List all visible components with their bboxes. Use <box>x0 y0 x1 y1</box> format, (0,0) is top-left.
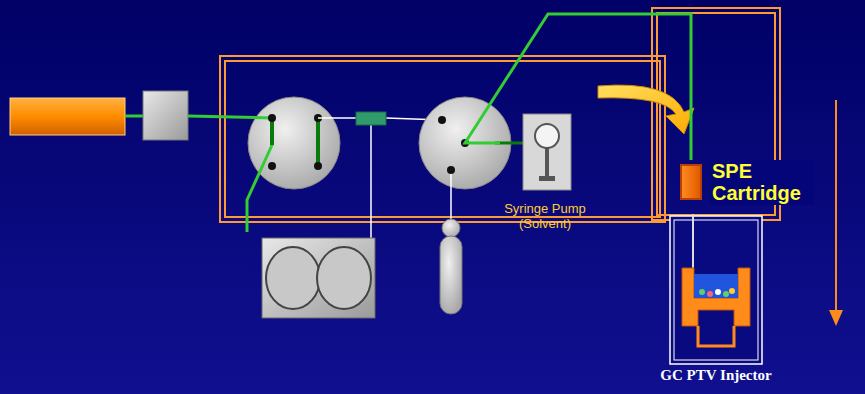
direction-arrow <box>835 100 837 318</box>
valve-port <box>268 114 276 122</box>
flow-line <box>465 14 691 160</box>
cylinder-valve <box>442 219 460 237</box>
spe-cartridge: SPE Cartridge <box>680 160 814 205</box>
column-bar <box>10 98 125 135</box>
tube <box>318 117 356 119</box>
tube <box>450 170 452 220</box>
direction-arrow-head <box>829 310 843 326</box>
valve-enclosure-inner <box>225 61 660 217</box>
cartridge-body <box>680 164 702 200</box>
valve-left <box>248 97 340 189</box>
transfer-arrow <box>598 85 694 134</box>
filter-box <box>143 91 188 140</box>
valve-port <box>438 116 446 124</box>
hplc-pump <box>262 238 375 318</box>
pump-head <box>266 247 320 309</box>
valve-channel <box>316 118 320 166</box>
pump-head <box>317 247 371 309</box>
ptv-injector-icon <box>668 214 764 366</box>
valve-port <box>314 162 322 170</box>
valve-enclosure <box>220 56 665 222</box>
sample-loop <box>356 112 386 125</box>
valve-port <box>268 162 276 170</box>
node-label: Syringe Pump (Solvent) <box>500 202 590 231</box>
node-label: SPE Cartridge <box>710 160 814 205</box>
ptv-injector: GC PTV Injector <box>658 214 774 384</box>
syringe-pump-icon <box>522 112 572 192</box>
valve-port <box>447 166 455 174</box>
syringe-pump: Syringe Pump (Solvent) <box>500 112 594 231</box>
node-label: GC PTV Injector <box>658 367 774 384</box>
tube <box>125 115 143 118</box>
valve-channel <box>270 118 274 145</box>
cylinder <box>440 236 462 314</box>
tube <box>370 125 372 238</box>
tube <box>188 116 272 232</box>
